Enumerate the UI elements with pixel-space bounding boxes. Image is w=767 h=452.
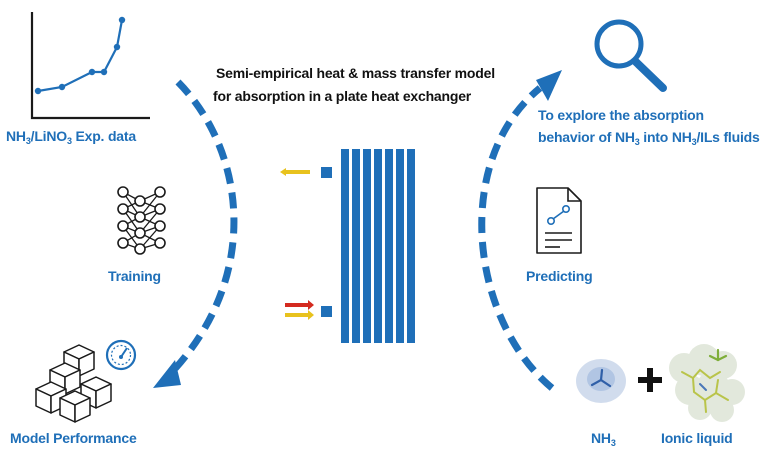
explore-line-1: To explore the absorption xyxy=(538,107,704,123)
nh3-label: NH3 xyxy=(591,430,616,448)
model-performance-label: Model Performance xyxy=(10,430,137,446)
exp-data-label: NH3/LiNO3 Exp. data xyxy=(6,128,136,146)
training-label: Training xyxy=(108,268,161,284)
explore-line-2: behavior of NH3 into NH3/ILs fluids xyxy=(538,129,760,147)
predicting-label: Predicting xyxy=(526,268,593,284)
header-line-2: for absorption in a plate heat exchanger xyxy=(213,88,472,104)
ionic-liquid-label: Ionic liquid xyxy=(661,430,733,446)
header-line-1: Semi-empirical heat & mass transfer mode… xyxy=(216,65,495,81)
